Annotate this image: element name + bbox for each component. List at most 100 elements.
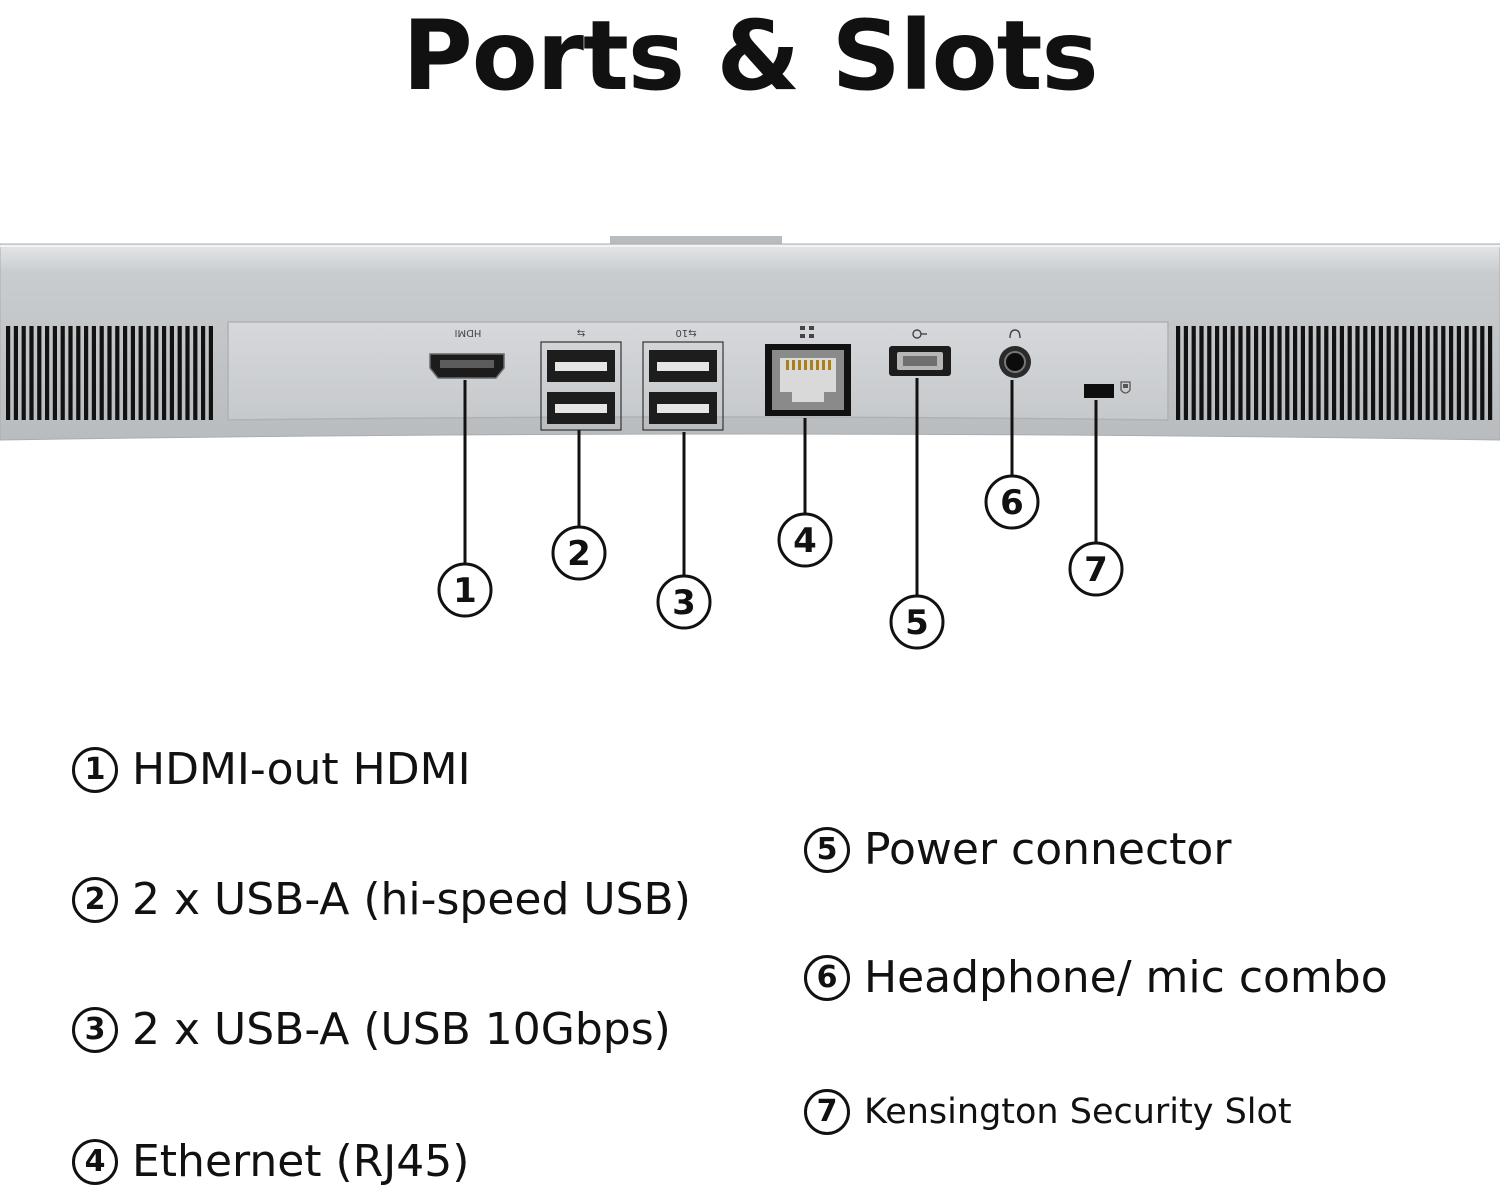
vent-slot xyxy=(1441,326,1446,420)
usb-hi-speed-ports[interactable]: ⇆ xyxy=(540,327,622,431)
vent-slot xyxy=(1191,326,1196,420)
vent-slot xyxy=(1456,326,1461,420)
port-markers: 1 2 3 4 5 6 7 xyxy=(437,474,1124,650)
vent-slot xyxy=(45,326,50,420)
headphone-jack[interactable] xyxy=(999,329,1031,378)
hdmi-port-icon-label: HDMI xyxy=(455,327,482,338)
right-vent-grille xyxy=(1176,326,1493,420)
vent-slot xyxy=(1417,326,1422,420)
vent-slot xyxy=(1215,326,1220,420)
vent-slot xyxy=(1378,326,1383,420)
marker-circle xyxy=(656,574,712,630)
marker-number: 2 xyxy=(567,534,591,574)
vent-slot xyxy=(146,326,151,420)
vent-slot xyxy=(1246,326,1251,420)
legend-number-badge: 4 xyxy=(72,1139,118,1185)
vent-slot xyxy=(1472,326,1477,420)
vent-slot xyxy=(185,326,190,420)
marker-circle xyxy=(889,594,945,650)
legend-label: 2 x USB-A (hi-speed USB) xyxy=(132,874,691,925)
usb-10gbps-ports[interactable]: ⇆10 xyxy=(642,327,724,431)
rj45-pin xyxy=(822,360,825,370)
vent-slot xyxy=(1277,326,1282,420)
ports-diagram: HDMI ⇆ ⇆10 xyxy=(0,236,1500,650)
rj45-pin xyxy=(816,360,819,370)
vent-slot xyxy=(1394,326,1399,420)
vent-slot xyxy=(52,326,57,420)
lock-icon xyxy=(1120,381,1131,394)
headphone-icon xyxy=(1009,329,1021,339)
vent-slot xyxy=(138,326,143,420)
vent-slot xyxy=(1261,326,1266,420)
vent-slot xyxy=(1222,326,1227,420)
vent-slot xyxy=(1480,326,1485,420)
marker-number: 1 xyxy=(453,571,477,611)
vent-slot xyxy=(1230,326,1235,420)
vent-slot xyxy=(1293,326,1298,420)
vent-slot xyxy=(84,326,89,420)
vent-slot xyxy=(162,326,167,420)
marker-number: 4 xyxy=(793,521,817,561)
legend-label: HDMI-out HDMI xyxy=(132,744,471,795)
marker-number: 5 xyxy=(905,603,929,643)
vent-slot xyxy=(107,326,112,420)
vent-slot xyxy=(1347,326,1352,420)
legend-number-badge: 6 xyxy=(804,955,850,1001)
vent-slot xyxy=(60,326,65,420)
vent-slot xyxy=(115,326,120,420)
marker-number: 3 xyxy=(672,583,696,623)
network-icon xyxy=(800,326,814,338)
legend-number-badge: 2 xyxy=(72,877,118,923)
legend-item-hdmi: 1 HDMI-out HDMI xyxy=(72,744,471,796)
vent-slot xyxy=(1464,326,1469,420)
vent-slot xyxy=(1285,326,1290,420)
rj45-pin xyxy=(798,360,801,370)
hdmi-port[interactable]: HDMI xyxy=(429,327,505,379)
vent-slot xyxy=(1402,326,1407,420)
vent-slot xyxy=(1371,326,1376,420)
rj45-pin xyxy=(828,360,831,370)
kensington-slot[interactable] xyxy=(1084,381,1131,398)
vent-slot xyxy=(1425,326,1430,420)
vent-slot xyxy=(1254,326,1259,420)
legend-label: Headphone/ mic combo xyxy=(864,952,1388,1003)
legend-number-badge: 3 xyxy=(72,1007,118,1053)
vent-slot xyxy=(201,326,206,420)
legend-label: Power connector xyxy=(864,824,1232,875)
legend-label: Kensington Security Slot xyxy=(864,1092,1292,1132)
vent-slot xyxy=(1410,326,1415,420)
vent-slot xyxy=(21,326,26,420)
vent-slot xyxy=(1269,326,1274,420)
usb-10gbps-icon: ⇆10 xyxy=(675,327,696,338)
vent-slot xyxy=(193,326,198,420)
marker-circle xyxy=(777,512,833,568)
legend-item-kensington: 7 Kensington Security Slot xyxy=(804,1086,1292,1138)
vent-slot xyxy=(1300,326,1305,420)
ethernet-port[interactable] xyxy=(765,326,851,416)
usb-icon: ⇆ xyxy=(577,327,585,338)
vent-slot xyxy=(29,326,34,420)
vent-slot xyxy=(1363,326,1368,420)
rj45-pin xyxy=(786,360,789,370)
marker-number: 6 xyxy=(1000,483,1024,523)
vent-slot xyxy=(99,326,104,420)
vent-slot xyxy=(76,326,81,420)
vent-slot xyxy=(68,326,73,420)
power-icon xyxy=(912,329,927,339)
legend-item-ethernet: 4 Ethernet (RJ45) xyxy=(72,1136,469,1188)
vent-slot xyxy=(1332,326,1337,420)
vent-slot xyxy=(177,326,182,420)
vent-slot xyxy=(37,326,42,420)
legend-number-badge: 1 xyxy=(72,747,118,793)
vent-slot xyxy=(13,326,18,420)
rj45-pin xyxy=(804,360,807,370)
vent-slot xyxy=(6,326,11,420)
legend-item-power: 5 Power connector xyxy=(804,824,1231,876)
power-connector[interactable] xyxy=(889,329,951,376)
legend-item-headphone: 6 Headphone/ mic combo xyxy=(804,952,1388,1004)
vent-slot xyxy=(123,326,128,420)
vent-slot xyxy=(208,326,213,420)
leader-lines xyxy=(463,378,1098,596)
marker-number: 7 xyxy=(1084,550,1108,590)
vent-slot xyxy=(1433,326,1438,420)
